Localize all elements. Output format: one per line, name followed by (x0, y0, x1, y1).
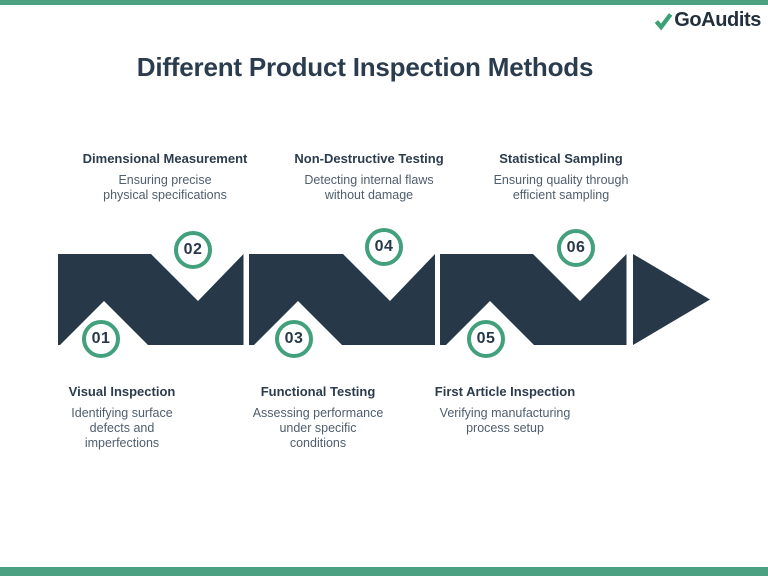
step-description: Identifying surface defects and imperfec… (71, 406, 173, 450)
step-title: Dimensional Measurement (82, 151, 248, 166)
step-description: Verifying manufacturing process setup (439, 406, 571, 435)
step-title: Functional Testing (260, 384, 376, 399)
step-number: 02 (183, 241, 203, 258)
brand-logo: GoAudits (654, 9, 761, 32)
zigzag-segment-2 (249, 254, 435, 345)
step-title: Statistical Sampling (499, 151, 623, 166)
step-number: 04 (374, 238, 394, 255)
step-label-05: First Article Inspection Verifying manuf… (395, 384, 615, 436)
step-description: Ensuring precise physical specifications (103, 173, 227, 202)
step-title: First Article Inspection (434, 384, 576, 399)
step-label-02: Dimensional Measurement Ensuring precise… (55, 151, 275, 203)
step-label-01: Visual Inspection Identifying surface de… (12, 384, 232, 451)
step-label-04: Non-Destructive Testing Detecting intern… (259, 151, 479, 203)
step-label-06: Statistical Sampling Ensuring quality th… (451, 151, 671, 203)
step-description: Detecting internal flaws without damage (304, 173, 434, 202)
zigzag-segment-3 (440, 254, 627, 345)
step-badge-05: 05 (467, 320, 505, 358)
step-badge-01: 01 (82, 320, 120, 358)
top-accent-bar (0, 0, 768, 5)
step-title: Non-Destructive Testing (294, 151, 444, 166)
brand-name: GoAudits (674, 9, 761, 31)
step-label-03: Functional Testing Assessing performance… (208, 384, 428, 451)
step-number: 05 (476, 330, 496, 347)
step-title: Visual Inspection (68, 384, 176, 399)
zigzag-segment-1 (58, 254, 244, 345)
step-description: Assessing performance under specific con… (252, 406, 384, 450)
step-number: 01 (91, 330, 111, 347)
step-number: 03 (284, 330, 304, 347)
check-icon (654, 12, 673, 31)
step-badge-02: 02 (174, 231, 212, 269)
step-badge-04: 04 (365, 228, 403, 266)
step-badge-06: 06 (557, 229, 595, 267)
step-badge-03: 03 (275, 320, 313, 358)
bottom-accent-bar (0, 567, 768, 576)
page-title: Different Product Inspection Methods (136, 52, 594, 82)
step-description: Ensuring quality through efficient sampl… (493, 173, 629, 202)
step-number: 06 (566, 239, 586, 256)
arrow-head (633, 254, 710, 345)
